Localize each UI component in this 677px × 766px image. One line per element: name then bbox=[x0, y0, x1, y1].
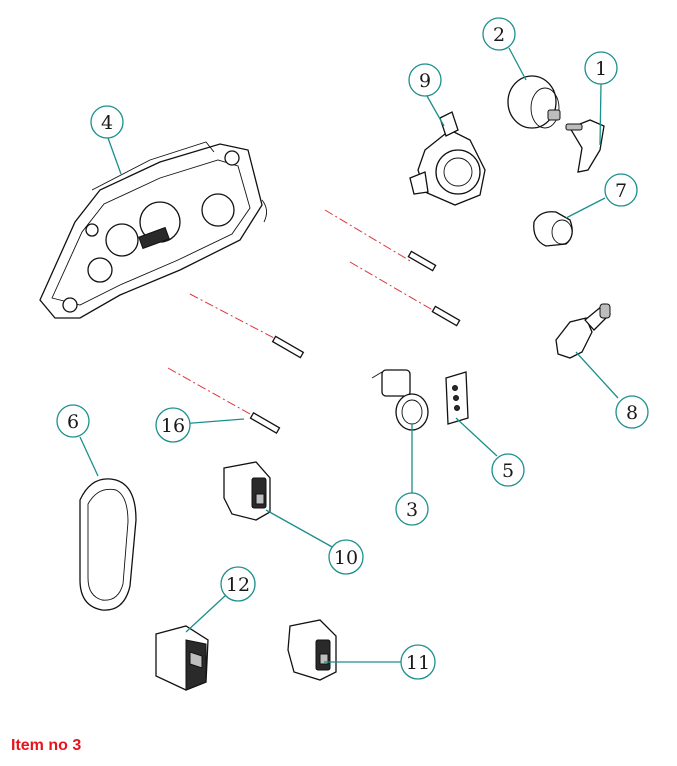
leader-lines bbox=[79, 47, 619, 663]
exploded-parts-diagram: 1 2 9 4 7 8 5 3 6 16 10 12 bbox=[39, 17, 649, 691]
callout-12-label: 12 bbox=[226, 574, 250, 596]
callout-4-label: 4 bbox=[101, 112, 113, 134]
callout-16-label: 16 bbox=[161, 415, 185, 437]
callout-16: 16 bbox=[155, 407, 191, 443]
callout-9: 9 bbox=[408, 63, 442, 97]
callout-8: 8 bbox=[615, 395, 649, 429]
callout-7-label: 7 bbox=[615, 180, 627, 202]
callout-5: 5 bbox=[491, 453, 525, 487]
callout-6-label: 6 bbox=[67, 411, 79, 433]
part-rocker-switch-11 bbox=[287, 619, 337, 681]
callout-3-label: 3 bbox=[406, 499, 418, 521]
callout-11: 11 bbox=[400, 644, 436, 680]
part-bulb-socket bbox=[555, 303, 611, 359]
callout-5-label: 5 bbox=[502, 460, 514, 482]
callout-7: 7 bbox=[604, 173, 638, 207]
callout-10-label: 10 bbox=[334, 547, 358, 569]
part-socket bbox=[371, 369, 429, 431]
item-caption: Item no 3 bbox=[11, 737, 82, 754]
callout-9-label: 9 bbox=[419, 70, 431, 92]
part-cap bbox=[533, 211, 573, 247]
callout-11-label: 11 bbox=[406, 652, 430, 674]
callout-3: 3 bbox=[395, 492, 429, 526]
part-lens-cover bbox=[79, 478, 137, 611]
callout-1-label: 1 bbox=[595, 58, 607, 80]
callout-8-label: 8 bbox=[626, 402, 638, 424]
callout-4: 4 bbox=[90, 105, 124, 139]
callout-1: 1 bbox=[584, 51, 618, 85]
callout-12: 12 bbox=[220, 566, 256, 602]
part-key bbox=[565, 119, 605, 173]
part-rocker-switch-12 bbox=[155, 625, 209, 691]
callout-2: 2 bbox=[482, 17, 516, 51]
part-cylinder-knob bbox=[507, 75, 561, 129]
callout-6: 6 bbox=[56, 404, 90, 438]
part-rocker-switch-10 bbox=[223, 461, 271, 521]
part-screws bbox=[167, 209, 461, 434]
callout-2-label: 2 bbox=[493, 24, 505, 46]
callout-10: 10 bbox=[328, 539, 364, 575]
part-instrument-cluster bbox=[39, 141, 267, 319]
part-switch-housing bbox=[409, 111, 486, 206]
part-plate bbox=[445, 371, 469, 425]
